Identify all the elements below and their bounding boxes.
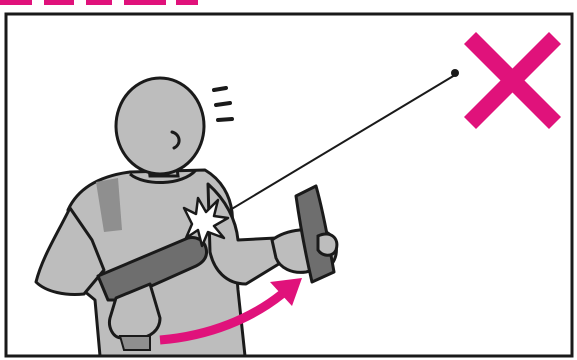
beam-target-dot <box>451 69 459 77</box>
person-head <box>116 78 204 174</box>
header-marks <box>0 0 198 5</box>
pointer-grip-shadow <box>120 336 150 350</box>
person-thumb <box>318 234 337 255</box>
